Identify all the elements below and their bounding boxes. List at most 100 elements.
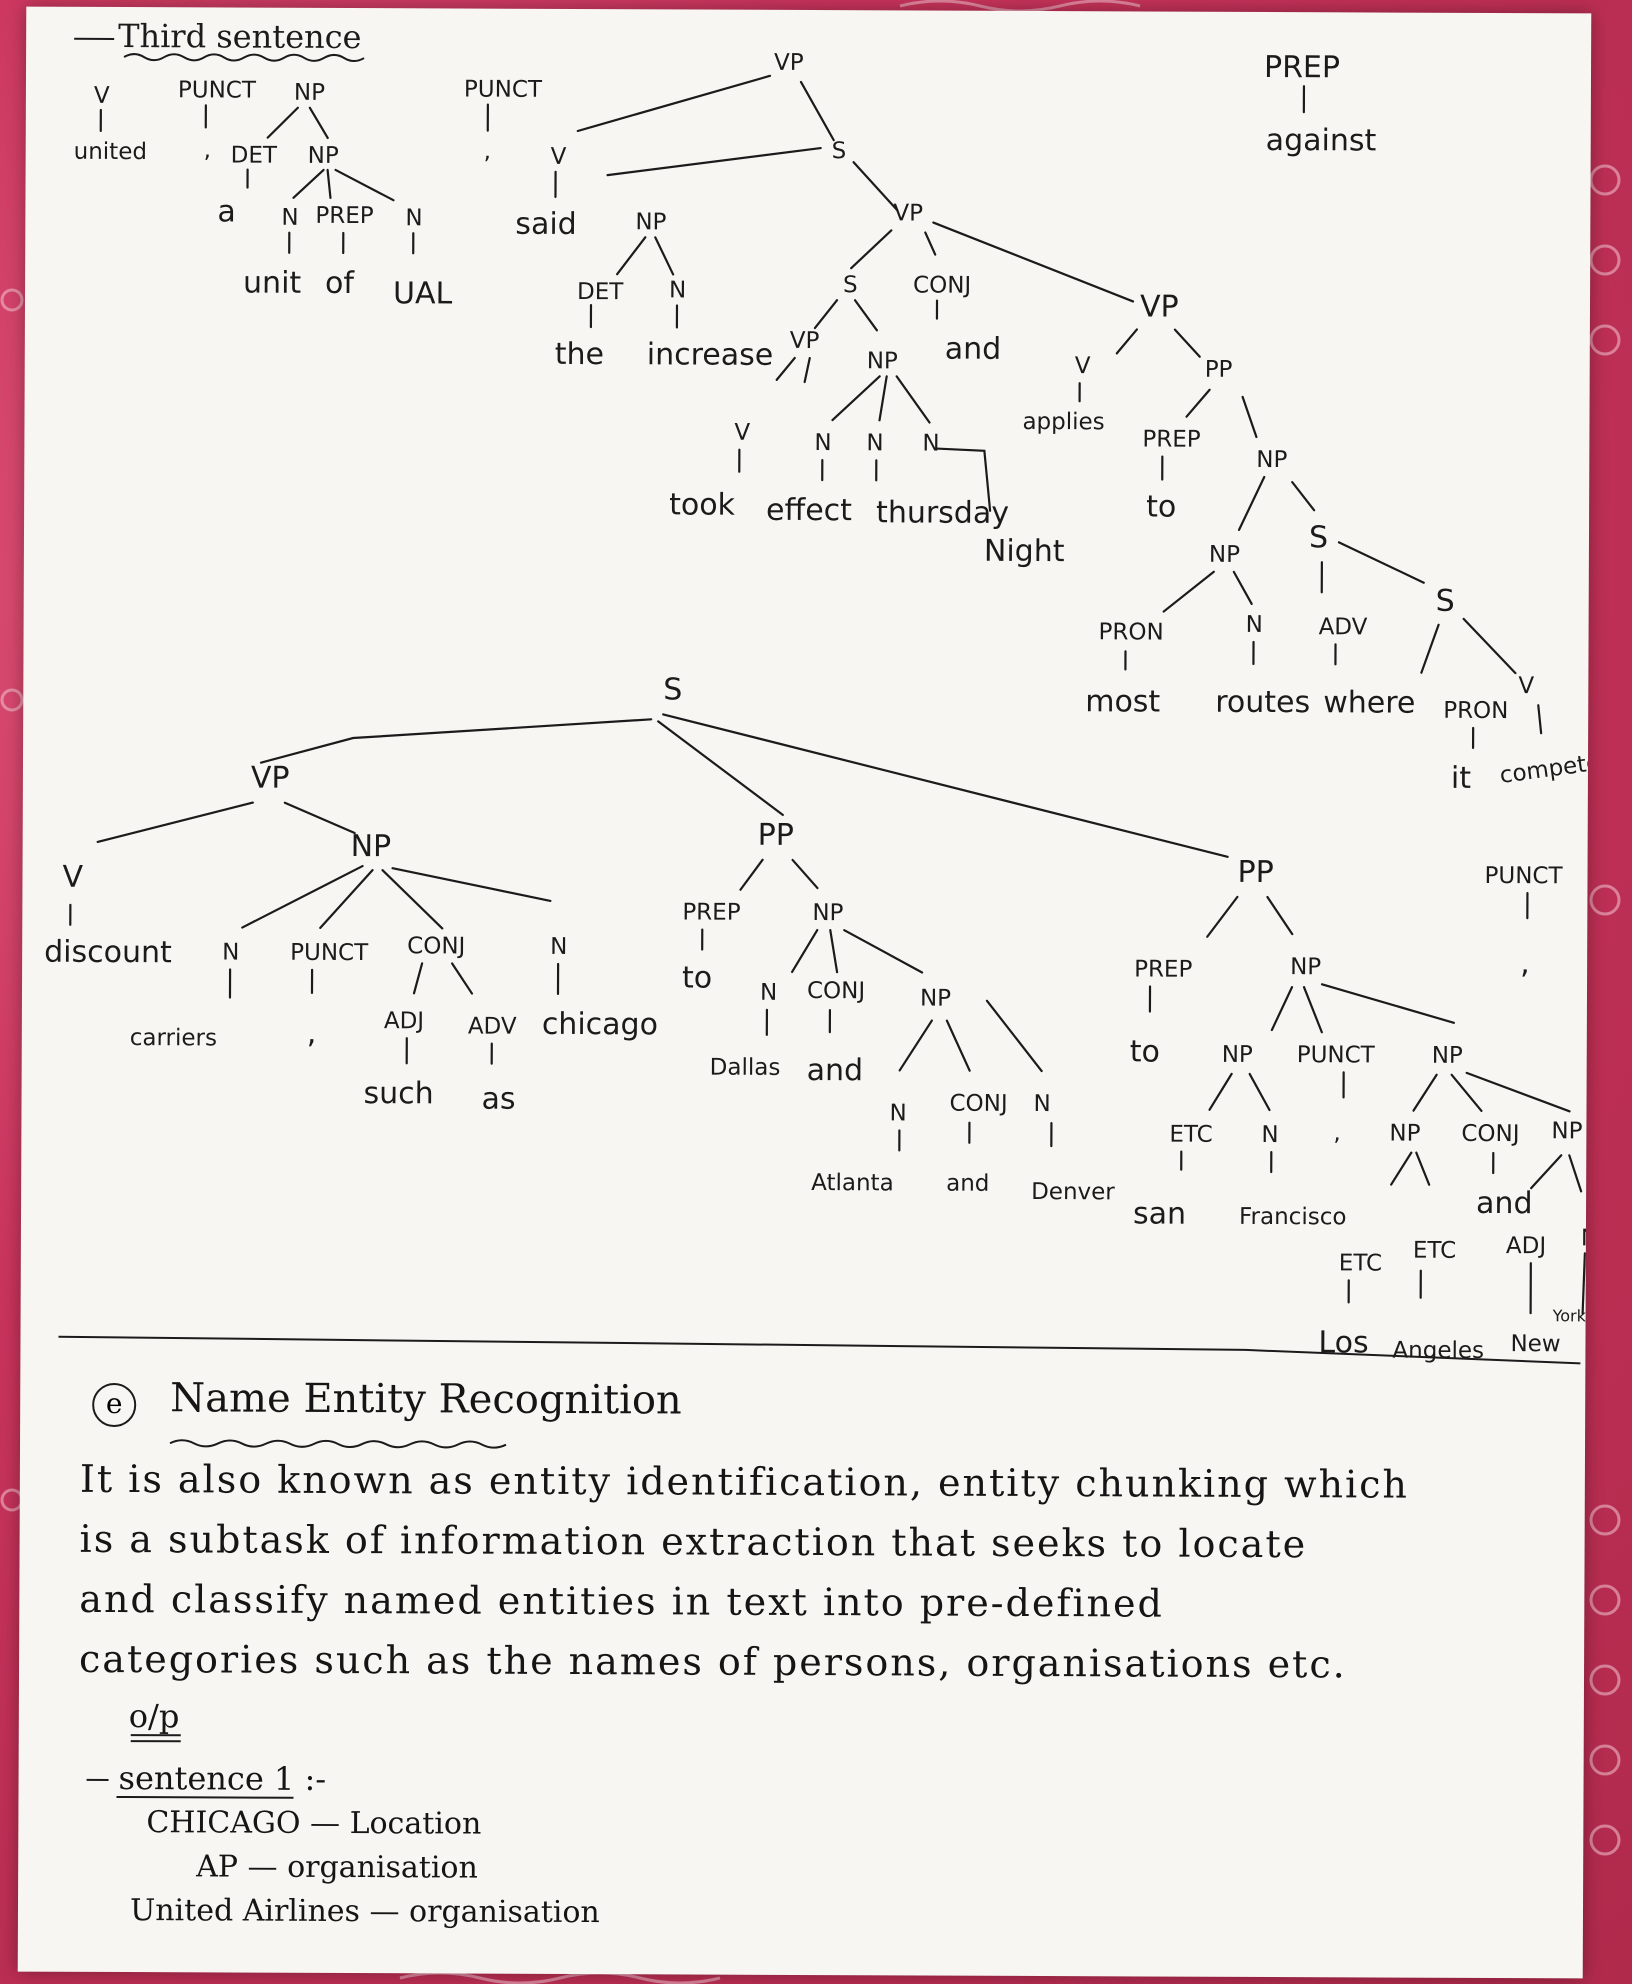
op-underline	[130, 1734, 181, 1743]
node-label: S	[1436, 584, 1455, 619]
node-label: NP	[920, 986, 951, 1012]
tree-word: united	[74, 139, 147, 165]
heading-underline	[123, 53, 365, 63]
paragraph-line: It is also known as entity identificatio…	[79, 1456, 1410, 1507]
node-label: PUNCT	[464, 77, 543, 103]
tree-word: and	[807, 1053, 864, 1088]
node-label: PUNCT	[178, 77, 257, 103]
section-title: Name Entity Recognition	[170, 1375, 682, 1424]
node-label: V	[62, 860, 83, 895]
entity-name: CHICAGO	[146, 1805, 301, 1841]
node-label: ETC	[1339, 1250, 1382, 1276]
output-label: o/p	[128, 1697, 180, 1736]
tree-word: it	[1451, 761, 1471, 796]
tree-word: competes	[1498, 748, 1591, 789]
tree-word: thursday	[876, 495, 1009, 531]
node-label: ADJ	[1506, 1233, 1546, 1259]
node-label: NP	[867, 348, 898, 374]
node-label: NP	[1389, 1121, 1420, 1147]
title-underline	[169, 1439, 507, 1449]
node-label: PREP	[315, 203, 373, 229]
node-label: VP	[790, 328, 820, 354]
node-label: N	[1033, 1091, 1050, 1117]
node-label: NP	[351, 829, 392, 864]
node-label: VP	[251, 761, 290, 796]
node-label: PUNCT	[1297, 1042, 1376, 1068]
node-label: PREP	[1142, 426, 1200, 452]
node-label: PP	[758, 818, 794, 853]
tree-word: Night	[984, 534, 1065, 569]
node-label: NP	[1432, 1043, 1463, 1069]
node-label: V	[94, 83, 110, 109]
node-label: NP	[1256, 447, 1287, 473]
node-label: PRON	[1099, 619, 1164, 645]
tree-word: Dallas	[710, 1055, 781, 1081]
node-label: DET	[231, 142, 278, 168]
node-label: V	[1075, 353, 1091, 379]
node-label: PP	[1237, 855, 1273, 890]
node-label: NP	[1290, 954, 1321, 980]
tree-word: most	[1085, 684, 1160, 719]
node-label: PREP	[1264, 50, 1340, 85]
node-label: PRON	[1443, 698, 1508, 724]
tree-word: where	[1323, 685, 1415, 720]
paragraph-line: and classify named entities in text into…	[79, 1576, 1164, 1626]
notebook-page: Third sentence V united PUNCT , NP DET N…	[17, 6, 1592, 1979]
node-label: PREP	[1134, 956, 1192, 982]
tree-word: Angeles	[1392, 1338, 1484, 1364]
node-label: S	[663, 672, 682, 707]
tree-word: discount	[44, 935, 172, 971]
tree-word: to	[682, 960, 712, 995]
entity-type: organisation	[409, 1894, 600, 1931]
node-label: S	[1309, 520, 1328, 555]
tree-word: said	[515, 207, 577, 242]
entity-type: Location	[349, 1806, 482, 1842]
node-label: S	[843, 272, 858, 298]
node-label: N	[222, 939, 239, 965]
node-label: N	[405, 205, 422, 231]
node-label: PREP	[682, 899, 740, 925]
tree-word: against	[1266, 123, 1377, 158]
node-label: V	[1518, 673, 1534, 699]
node-label: NP	[812, 900, 843, 926]
node-label: PUNCT	[1484, 863, 1563, 889]
node-label: ETC	[1169, 1122, 1212, 1148]
tree-word: and	[946, 1171, 989, 1197]
node-label: ADV	[468, 1014, 517, 1040]
entity-name: United Airlines	[129, 1893, 361, 1930]
node-label: NP	[308, 143, 339, 169]
tree-word: such	[363, 1076, 433, 1111]
node-label: N	[866, 430, 883, 456]
node-label: NP	[1209, 542, 1240, 568]
tree-word: and	[945, 332, 1002, 367]
node-label: PUNCT	[290, 940, 369, 966]
tree-word: unit	[243, 266, 302, 301]
section-heading: Third sentence	[118, 17, 362, 56]
tree-word: ,	[307, 1016, 317, 1051]
node-label: NP	[294, 80, 325, 106]
tree-word: took	[669, 487, 736, 522]
paragraph-line: categories such as the names of persons,…	[78, 1636, 1347, 1687]
tree-word: New	[1510, 1331, 1560, 1357]
node-label: CONJ	[913, 272, 971, 298]
node-label: S	[832, 138, 847, 164]
tree-word: to	[1146, 489, 1176, 524]
tree-word: of	[325, 266, 356, 301]
tree-word: York	[1552, 1306, 1587, 1325]
tree-word: ,	[484, 139, 491, 165]
node-label: N	[814, 430, 831, 456]
node-label: N	[1246, 612, 1263, 638]
parse-tree: Third sentence V united PUNCT , NP DET N…	[44, 17, 1591, 1799]
node-label: NP	[635, 209, 666, 235]
section-divider	[58, 1335, 1581, 1365]
node-label: CONJ	[949, 1091, 1007, 1117]
node-label: NP	[1222, 1042, 1253, 1068]
node-label: VP	[893, 200, 923, 226]
node-label: CONJ	[1461, 1121, 1519, 1147]
tree-word: Denver	[1031, 1179, 1115, 1205]
node-label: N	[889, 1100, 906, 1126]
node-label: N	[1261, 1122, 1278, 1148]
node-label: VP	[1140, 289, 1179, 324]
section-number-badge: e	[92, 1382, 137, 1428]
tree-word: the	[555, 337, 604, 372]
